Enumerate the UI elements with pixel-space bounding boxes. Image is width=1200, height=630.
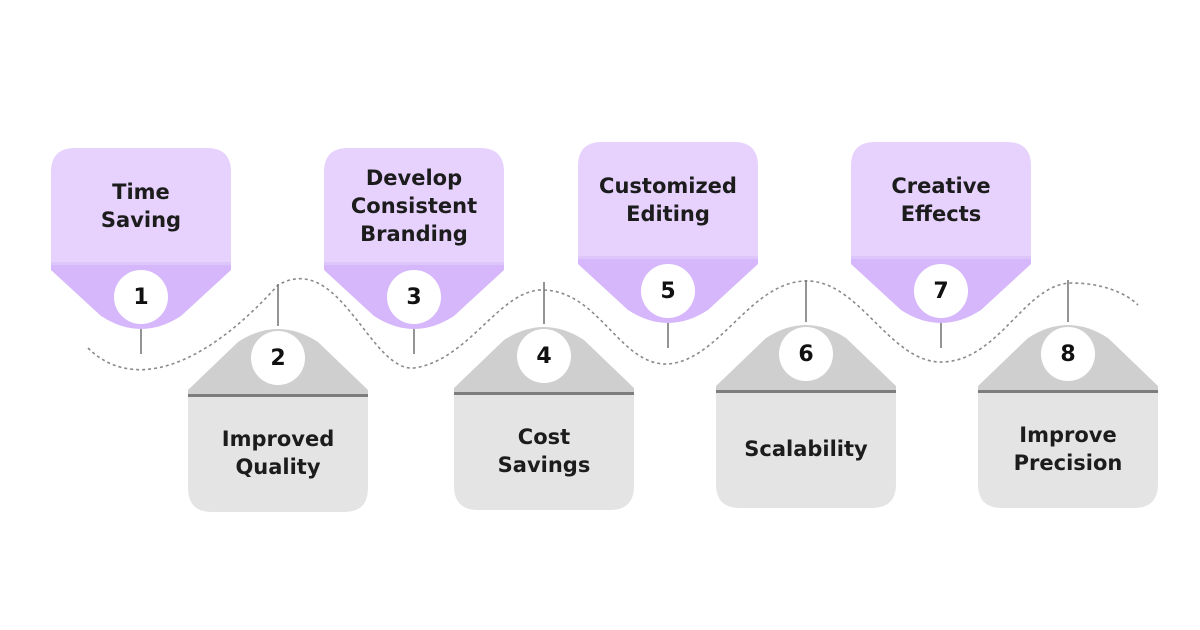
step-5-number: 5 <box>660 278 676 304</box>
step-2-label: Improved Quality <box>221 427 335 479</box>
step-1-label: Time Saving <box>100 180 182 232</box>
step-1-group <box>51 148 231 354</box>
step-5-card-edge <box>578 256 758 259</box>
step-3-number: 3 <box>406 284 422 310</box>
step-3-card-edge <box>324 262 504 265</box>
step-6-number: 6 <box>798 341 814 367</box>
step-6-group <box>716 280 896 508</box>
step-4-number: 4 <box>536 343 552 369</box>
step-1-card-edge <box>51 262 231 265</box>
step-3-group <box>324 148 504 354</box>
step-8-number-circle <box>1041 327 1095 381</box>
step-5-label: Customized Editing <box>599 174 737 226</box>
step-5-card <box>578 142 758 258</box>
step-3-card <box>324 148 504 264</box>
step-7-group <box>851 142 1031 348</box>
step-2-divider <box>188 394 368 397</box>
step-1-card <box>51 148 231 264</box>
step-7-label: Creative Effects <box>891 174 991 226</box>
step-6-divider <box>716 390 896 393</box>
step-4-number-circle <box>517 329 571 383</box>
step-2-card <box>188 394 368 512</box>
step-7-card-edge <box>851 256 1031 259</box>
step-7-card <box>851 142 1031 258</box>
step-8-number: 8 <box>1060 341 1076 367</box>
step-7-number: 7 <box>933 278 949 304</box>
step-4-group <box>454 282 634 510</box>
step-4-card <box>454 392 634 510</box>
step-7-number-circle <box>914 264 968 318</box>
step-6-number-circle <box>779 327 833 381</box>
step-4-label: Cost Savings <box>497 425 591 477</box>
step-8-label: Improve Precision <box>1013 423 1123 475</box>
step-4-divider <box>454 392 634 395</box>
step-3-number-circle <box>387 270 441 324</box>
step-1-number: 1 <box>133 284 149 310</box>
step-8-divider <box>978 390 1158 393</box>
step-6-card <box>716 390 896 508</box>
step-5-group <box>578 142 758 348</box>
step-5-number-circle <box>641 264 695 318</box>
step-2-number-circle <box>251 331 305 385</box>
step-1-number-circle <box>114 270 168 324</box>
step-2-group <box>188 284 368 512</box>
step-2-number: 2 <box>270 345 286 371</box>
step-6-label: Scalability <box>744 437 868 461</box>
step-3-label: Develop Consistent Branding <box>350 166 478 246</box>
step-8-card <box>978 390 1158 508</box>
step-8-group <box>978 280 1158 508</box>
